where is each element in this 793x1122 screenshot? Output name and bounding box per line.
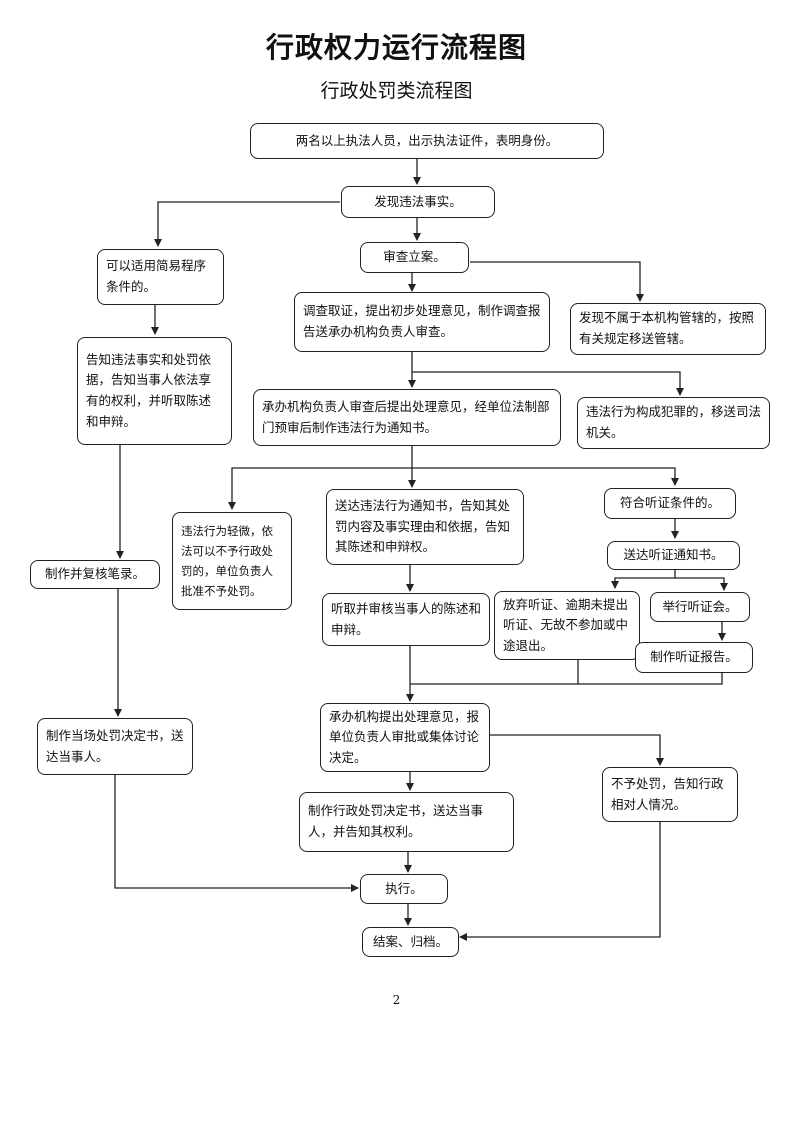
node-discover: 发现违法事实。 [341, 186, 495, 218]
node-minor-violation: 违法行为轻微，依法可以不予行政处罚的，单位负责人批准不予处罚。 [172, 512, 292, 610]
node-register: 审查立案。 [360, 242, 469, 273]
node-penalty-decision: 制作行政处罚决定书，送达当事人，并告知其权利。 [299, 792, 514, 852]
page-title: 行政权力运行流程图 [265, 31, 527, 64]
node-no-penalty: 不予处罚，告知行政相对人情况。 [602, 767, 738, 822]
node-execute: 执行。 [360, 874, 448, 904]
node-transfer-jurisdiction: 发现不属于本机构管辖的，按照有关规定移送管辖。 [570, 303, 766, 355]
node-hearing-notice: 送达听证通知书。 [607, 541, 740, 570]
node-officers: 两名以上执法人员，出示执法证件，表明身份。 [250, 123, 604, 159]
page-number: 2 [392, 993, 401, 1007]
node-propose-opinion: 承办机构提出处理意见，报单位负责人审批或集体讨论决定。 [320, 703, 490, 772]
node-close-file: 结案、归档。 [362, 927, 459, 957]
node-review-notice: 承办机构负责人审查后提出处理意见，经单位法制部门预审后制作违法行为通知书。 [253, 389, 561, 446]
node-crime-transfer: 违法行为构成犯罪的，移送司法机关。 [577, 397, 770, 449]
node-spot-decision: 制作当场处罚决定书，送达当事人。 [37, 718, 193, 775]
node-simple-condition: 可以适用简易程序条件的。 [97, 249, 224, 305]
page-subtitle: 行政处罚类流程图 [320, 80, 473, 102]
node-hold-hearing: 举行听证会。 [650, 592, 750, 622]
node-hearing-condition: 符合听证条件的。 [604, 488, 736, 519]
node-inform-rights: 告知违法事实和处罚依据，告知当事人依法享有的权利，并听取陈述和申辩。 [77, 337, 232, 445]
node-listen-defense: 听取并审核当事人的陈述和申辩。 [322, 593, 490, 646]
node-hearing-report: 制作听证报告。 [635, 642, 753, 673]
node-make-record: 制作并复核笔录。 [30, 560, 160, 589]
node-waive-hearing: 放弃听证、逾期未提出听证、无故不参加或中途退出。 [494, 591, 640, 660]
node-deliver-notice: 送达违法行为通知书，告知其处罚内容及事实理由和依据，告知其陈述和申辩权。 [326, 489, 524, 565]
node-investigate: 调查取证，提出初步处理意见，制作调查报告送承办机构负责人审查。 [294, 292, 550, 352]
